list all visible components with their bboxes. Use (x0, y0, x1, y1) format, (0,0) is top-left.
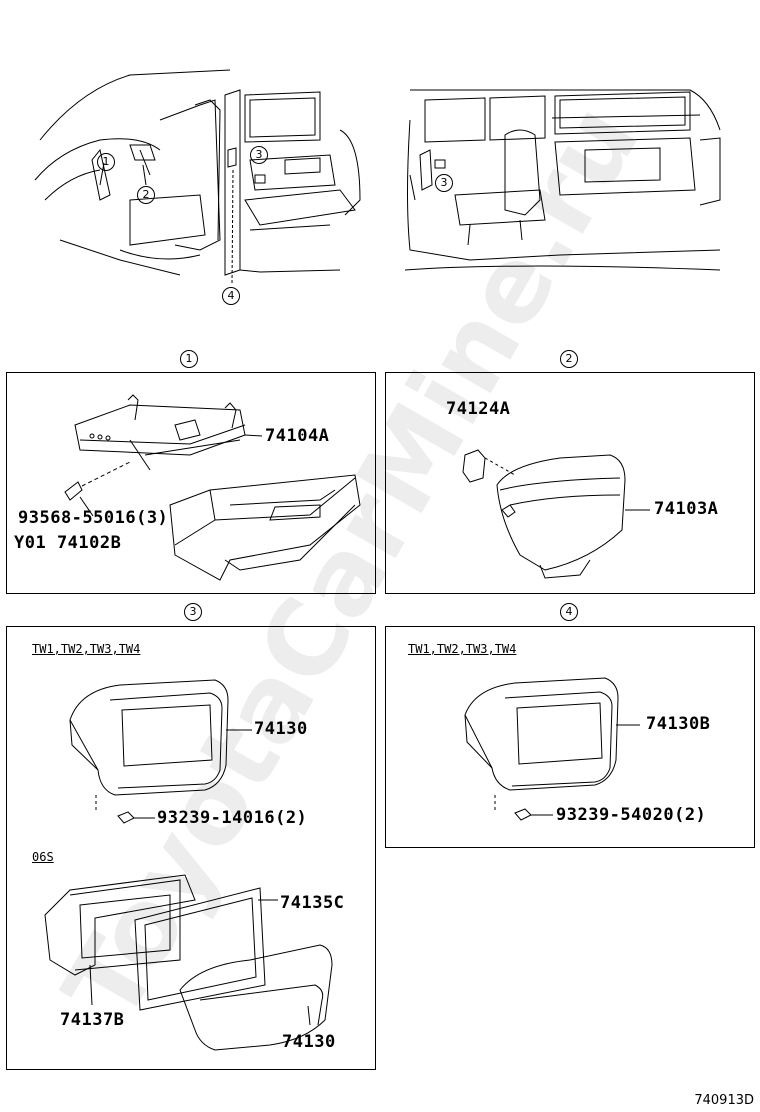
section-4-variant-a: TW1,TW2,TW3,TW4 (408, 642, 517, 656)
overview-rear-interior (404, 89, 721, 271)
part-93568-55016-label: 93568-55016(3) (18, 508, 169, 528)
section-4-panel (385, 626, 755, 848)
section-3-variant-a: TW1,TW2,TW3,TW4 (32, 642, 141, 656)
overview-front-interior (34, 69, 361, 286)
section-1-panel (6, 372, 376, 594)
section-2-number: 2 (560, 350, 578, 368)
part-74124a-label: 74124A (446, 399, 511, 419)
section-4-number: 4 (560, 603, 578, 621)
callout-3-overview-rear: 3 (435, 174, 453, 192)
part-93239-14016-label: 93239-14016(2) (157, 808, 308, 828)
callout-4-overview: 4 (222, 287, 240, 305)
section-3-variant-b: 06S (32, 850, 54, 864)
section-3-number: 3 (184, 603, 202, 621)
ashtray-rear-illustration-a (69, 679, 252, 824)
diagram-code: 740913D (694, 1093, 754, 1108)
callout-1-overview: 1 (97, 153, 115, 171)
part-74104a-label: 74104A (265, 426, 330, 446)
callout-2-overview: 2 (137, 186, 155, 204)
part-74135c-label: 74135C (280, 893, 345, 913)
part-74130-label-b: 74130 (282, 1032, 336, 1052)
ashtray-section4-illustration (464, 677, 640, 821)
section-3-panel (6, 626, 376, 1070)
ashtray-front-illustration (462, 449, 650, 579)
part-74130-label-a: 74130 (254, 719, 308, 739)
callout-3-overview: 3 (250, 146, 268, 164)
ashtray-rear-illustration-b (44, 874, 333, 1051)
section-2-panel (385, 372, 755, 594)
part-74102b-label: Y01 74102B (14, 533, 122, 553)
part-74130b-label: 74130B (646, 714, 711, 734)
part-74103a-label: 74103A (654, 499, 719, 519)
section-1-number: 1 (180, 350, 198, 368)
part-93239-54020-label: 93239-54020(2) (556, 805, 707, 825)
part-74137b-label: 74137B (60, 1010, 125, 1030)
glove-box-illustration (64, 394, 361, 581)
